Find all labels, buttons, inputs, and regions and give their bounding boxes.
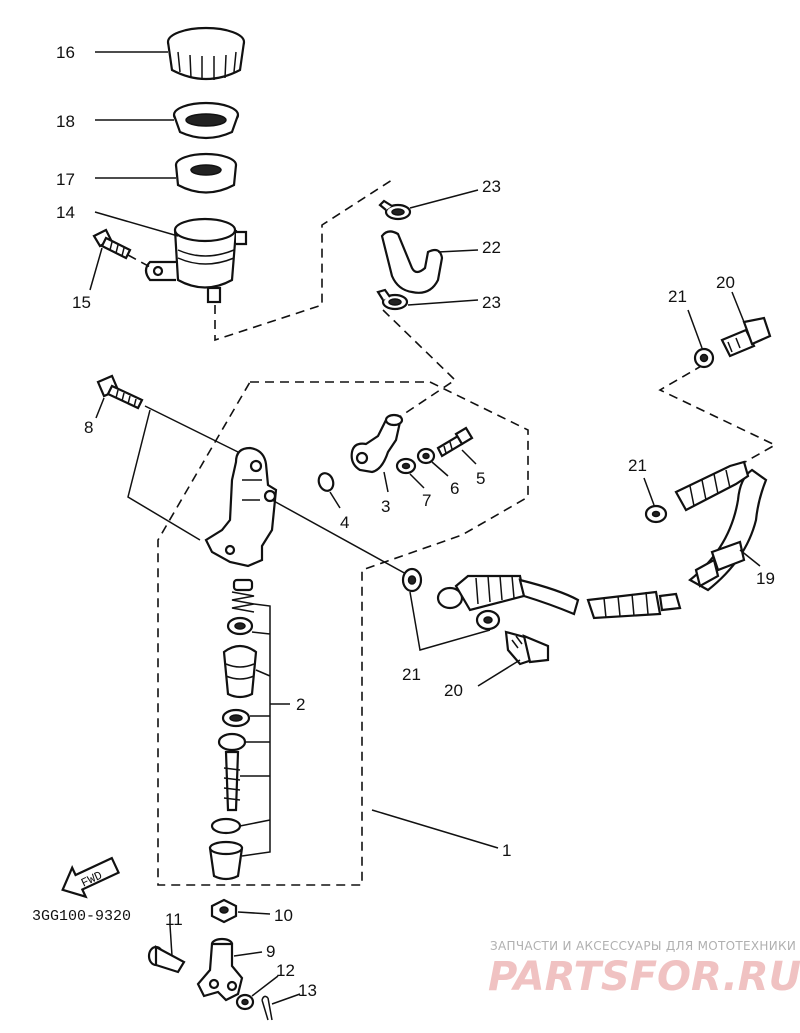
leader-20a bbox=[731, 291, 745, 323]
washer-6 bbox=[416, 447, 436, 465]
joint-bolt bbox=[436, 426, 474, 458]
callout-6: 6 bbox=[450, 479, 459, 498]
callout-20b: 20 bbox=[444, 681, 463, 700]
leader-8 bbox=[95, 397, 105, 419]
callout-15: 15 bbox=[72, 293, 91, 312]
leader-23a bbox=[409, 189, 479, 209]
diaphragm-plate bbox=[172, 101, 240, 140]
callout-20a: 20 bbox=[716, 273, 735, 292]
callout-23b: 23 bbox=[482, 293, 501, 312]
master-cylinder-body bbox=[204, 446, 278, 568]
copper-washer-banjo bbox=[475, 609, 501, 631]
washer-7 bbox=[395, 457, 417, 475]
copper-washer-top bbox=[693, 347, 715, 369]
callout-10: 10 bbox=[274, 906, 293, 925]
clevis bbox=[196, 937, 244, 1002]
leader-15-b bbox=[127, 254, 153, 269]
callout-19: 19 bbox=[756, 569, 775, 588]
cotter-pin bbox=[261, 995, 273, 1021]
callout-16: 16 bbox=[56, 43, 75, 62]
fwd-arrow-icon: FWD bbox=[61, 856, 121, 899]
leader-15 bbox=[89, 247, 103, 291]
pin-washer bbox=[235, 993, 255, 1011]
callout-5: 5 bbox=[476, 469, 485, 488]
callout-1: 1 bbox=[502, 841, 511, 860]
leader-12 bbox=[251, 975, 279, 997]
callout-8: 8 bbox=[84, 418, 93, 437]
lock-nut bbox=[210, 898, 238, 924]
callout-14: 14 bbox=[56, 203, 75, 222]
hose-joint bbox=[350, 413, 404, 474]
reservoir-hose bbox=[380, 230, 444, 294]
leader-10 bbox=[237, 911, 271, 915]
callout-22: 22 bbox=[482, 238, 501, 257]
leader-21c bbox=[687, 309, 703, 349]
leader-11 bbox=[169, 924, 173, 957]
callout-2: 2 bbox=[296, 695, 305, 714]
hose-clamp-top bbox=[378, 199, 412, 221]
leader-3 bbox=[383, 471, 389, 493]
callout-18: 18 bbox=[56, 112, 75, 131]
callout-9: 9 bbox=[266, 942, 275, 961]
reservoir-line-dashed bbox=[214, 179, 393, 342]
assembly-boundary-1 bbox=[157, 381, 529, 886]
callout-23a: 23 bbox=[482, 177, 501, 196]
banjo-bolt-upper bbox=[720, 316, 772, 358]
copper-washer-lower bbox=[401, 567, 423, 593]
leader-5 bbox=[461, 449, 477, 465]
fluid-reservoir bbox=[144, 217, 248, 304]
diaphragm bbox=[174, 152, 238, 194]
leader-23b bbox=[407, 299, 479, 306]
callout-21a: 21 bbox=[402, 665, 421, 684]
callout-7: 7 bbox=[422, 491, 431, 510]
watermark-brand: PARTSFOR.RU bbox=[488, 954, 800, 1000]
leader-9 bbox=[233, 951, 263, 957]
leader-21a bbox=[409, 591, 491, 651]
leader-2 bbox=[239, 603, 271, 857]
brake-hose bbox=[436, 460, 768, 620]
banjo-dashed-right bbox=[658, 364, 777, 463]
leader-13 bbox=[271, 993, 301, 1005]
leader-22 bbox=[437, 249, 479, 253]
copper-washer-right bbox=[644, 504, 668, 524]
leader-20b bbox=[477, 659, 521, 687]
callout-4: 4 bbox=[340, 513, 349, 532]
banjo-bolt-lower bbox=[504, 630, 550, 666]
callout-13: 13 bbox=[298, 981, 317, 1000]
clevis-pin bbox=[147, 945, 186, 974]
diagram-code: 3GG100-9320 bbox=[32, 908, 131, 925]
hose-clamp-bottom bbox=[376, 288, 409, 311]
leader-19 bbox=[739, 549, 761, 567]
leader-6 bbox=[431, 461, 449, 477]
callout-12: 12 bbox=[276, 961, 295, 980]
callout-21c: 21 bbox=[668, 287, 687, 306]
reservoir-screw bbox=[92, 228, 132, 260]
watermark-tagline: ЗАПЧАСТИ И АКСЕССУАРЫ ДЛЯ МОТОТЕХНИКИ bbox=[490, 939, 796, 953]
hose-joint-dashed bbox=[382, 309, 457, 421]
callout-21b: 21 bbox=[628, 456, 647, 475]
o-ring bbox=[317, 472, 335, 492]
mounting-bolt-8 bbox=[96, 374, 144, 410]
leader-7 bbox=[409, 473, 425, 489]
reservoir-cap bbox=[166, 26, 246, 80]
piston-kit bbox=[208, 578, 258, 881]
callout-11: 11 bbox=[165, 910, 183, 929]
bolt-8-axis bbox=[127, 405, 239, 541]
callout-17: 17 bbox=[56, 170, 75, 189]
leader-4 bbox=[329, 491, 341, 509]
leader-14 bbox=[94, 211, 179, 237]
callout-3: 3 bbox=[381, 497, 390, 516]
body-to-washer-axis bbox=[271, 499, 409, 576]
leader-1 bbox=[371, 809, 499, 849]
leader-21b bbox=[643, 477, 655, 506]
